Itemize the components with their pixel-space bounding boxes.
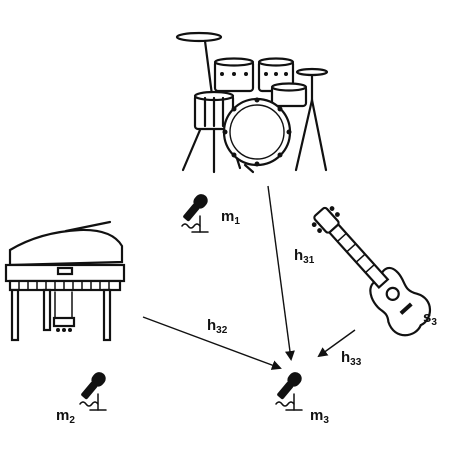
label-m2: m2 [56, 407, 75, 426]
label-h32: h32 [207, 317, 228, 336]
microphone-icon-m1 [179, 190, 212, 233]
label-m3: m3 [310, 407, 329, 426]
microphone-icon-m2 [77, 368, 110, 411]
arrow-h32 [142, 316, 282, 370]
label-h31: h31 [294, 247, 315, 266]
drum-kit-icon [175, 31, 329, 174]
acoustic-guitar-icon [311, 206, 432, 337]
label-h33: h33 [341, 349, 362, 368]
arrow-h31 [267, 185, 295, 361]
microphone-icon-m3 [273, 368, 306, 411]
arrow-h33 [317, 329, 356, 358]
label-m1: m1 [221, 208, 240, 227]
label-s3: s3 [423, 309, 437, 328]
grand-piano-icon [4, 220, 126, 342]
